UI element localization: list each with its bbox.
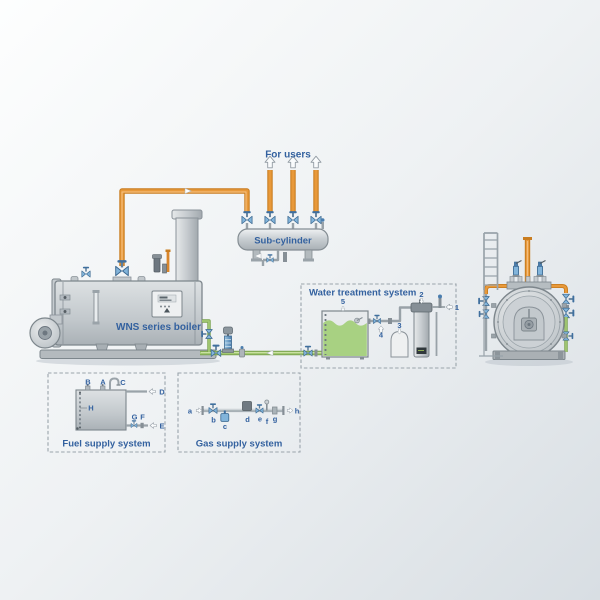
burner — [29, 314, 63, 349]
component-number-3: 3 — [397, 321, 401, 330]
safety-valve — [153, 257, 161, 273]
gas-supply-border — [177, 372, 301, 453]
gas-label-e: e — [258, 415, 262, 424]
fuel-port-label-g: G — [132, 413, 138, 422]
gas-label-f: f — [266, 417, 269, 426]
steam-distribution: For users — [119, 150, 322, 266]
softener-valve-head — [410, 302, 433, 313]
fuel-port-label-h: H — [88, 404, 93, 413]
fuel-tank — [75, 377, 127, 431]
drain-trap — [283, 252, 287, 262]
vent-gooseneck — [109, 377, 120, 390]
gas-train — [195, 399, 294, 422]
fuel-port-label-c: C — [120, 378, 126, 387]
ladder — [479, 232, 503, 357]
fuel-supply-box: B A C D H G F E Fuel supply system — [47, 372, 166, 453]
boiler-skid-base — [39, 349, 217, 359]
gas-label-h: h — [295, 407, 300, 416]
gas-gauge — [264, 399, 270, 405]
check-valve — [239, 348, 245, 358]
gas-label-c: c — [223, 422, 227, 431]
component-number-5: 5 — [341, 297, 345, 306]
feedwater-line — [200, 319, 323, 358]
gas-regulator — [242, 401, 252, 411]
chimney — [175, 217, 199, 285]
fuel-port-label-f: F — [140, 413, 145, 422]
boiler-side-view: WNS series boiler — [29, 209, 217, 359]
component-number-1: 1 — [455, 303, 459, 312]
water-treatment-box: Water treatment system — [300, 283, 459, 369]
water-tank — [321, 310, 369, 360]
water-treatment-title: Water treatment system — [309, 288, 416, 299]
fuel-port-label-e: E — [159, 422, 164, 431]
feedwater-pump — [222, 326, 234, 353]
gas-label-a: a — [188, 407, 193, 416]
gas-label-b: b — [211, 416, 216, 425]
sub-cylinder-label: Sub-cylinder — [254, 236, 312, 247]
fuel-port-label-b: B — [85, 378, 91, 387]
tank-water — [323, 320, 367, 356]
fuel-port-label-d: D — [159, 388, 165, 397]
gas-label-g: g — [273, 415, 278, 424]
gas-supply-title: Gas supply system — [196, 439, 283, 450]
softener-tank — [410, 299, 433, 358]
fuel-port-label-a: A — [100, 378, 106, 387]
fuel-supply-border — [47, 372, 166, 453]
control-panel — [151, 290, 183, 318]
salt-tank — [390, 330, 409, 358]
sub-cylinder: Sub-cylinder — [237, 210, 329, 266]
raw-water-valve — [438, 298, 442, 308]
gas-filter — [220, 413, 230, 422]
sub-cylinder-body — [237, 228, 329, 251]
component-number-2: 2 — [419, 290, 423, 299]
for-users-label: For users — [265, 150, 311, 161]
boiler-name-label: WNS series boiler — [116, 322, 201, 333]
boiler-front-view — [477, 232, 575, 360]
water-treatment-border — [300, 283, 457, 369]
gas-supply-box: a b c d e f g h Gas supply system — [177, 372, 301, 453]
fuel-supply-title: Fuel supply system — [62, 439, 150, 450]
component-number-4: 4 — [379, 331, 384, 340]
gas-label-d: d — [245, 415, 250, 424]
front-boiler-base — [492, 350, 566, 360]
water-level-gauge — [93, 291, 99, 323]
